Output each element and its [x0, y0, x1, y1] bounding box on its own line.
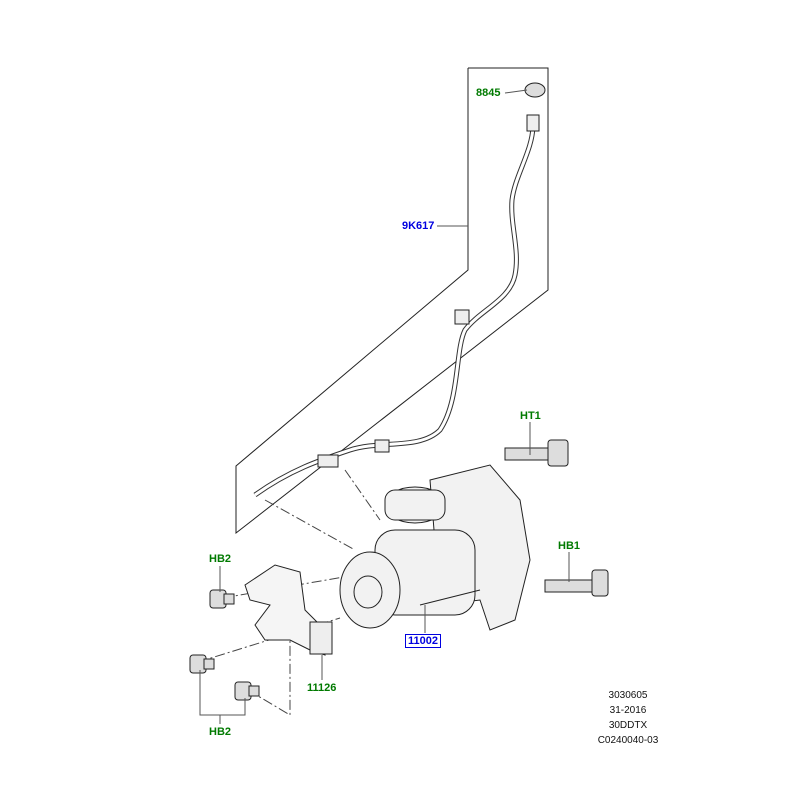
battery-cable: [253, 124, 536, 498]
callout-8845[interactable]: 8845: [476, 87, 501, 99]
callout-9k617[interactable]: 9K617: [402, 220, 435, 232]
cable-terminal-icon: [526, 114, 540, 132]
reference-code-2: 31-2016: [609, 705, 647, 716]
callout-hb2-upper[interactable]: HB2: [209, 553, 232, 565]
bracket-plate-icon: [309, 621, 333, 655]
starter-motor-icon: [339, 464, 531, 631]
harness-boundary: [235, 67, 549, 535]
bolt-ht1-icon: [504, 439, 569, 467]
reference-code-1: 3030605: [608, 690, 648, 701]
callout-hb2-lower[interactable]: HB2: [209, 726, 232, 738]
callout-hb1[interactable]: HB1: [558, 540, 581, 552]
bolt-hb1-icon: [544, 569, 609, 597]
callout-11126[interactable]: 11126: [307, 682, 337, 694]
callout-ht1[interactable]: HT1: [520, 410, 541, 422]
cable-cap-icon: [524, 82, 546, 98]
callout-11002[interactable]: 11002: [405, 634, 441, 648]
reference-code-4: C0240040-03: [597, 735, 659, 746]
reference-code-3: 30DDTX: [608, 720, 648, 731]
bolt-hb2-icon: [189, 589, 260, 701]
